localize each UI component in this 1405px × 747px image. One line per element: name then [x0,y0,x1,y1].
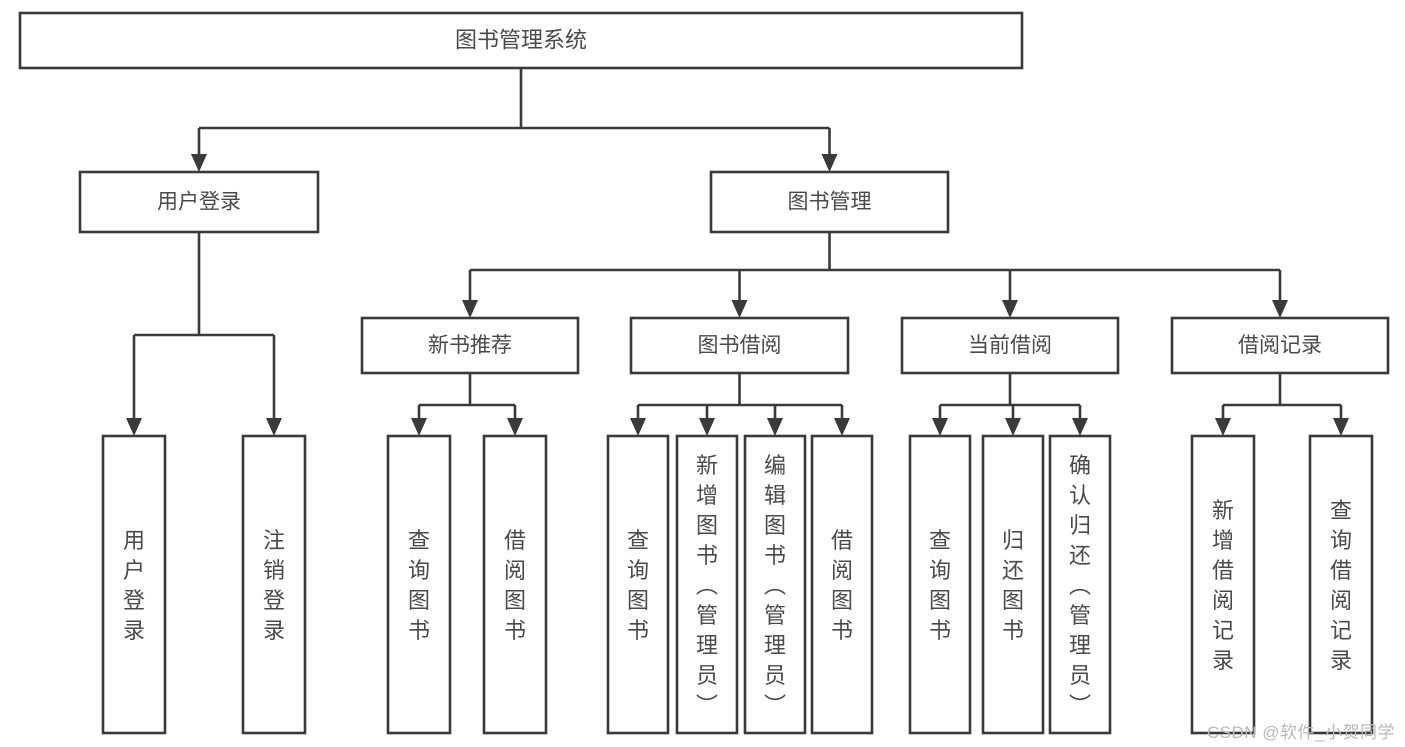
arrow-head-book-borrow [731,300,748,318]
leaf-label-leaf-user-login: 用户登录 [123,528,145,643]
node-box-leaf-borrow-book-2 [810,434,874,735]
leaf-label-leaf-borrow-book-1: 借阅图书 [504,528,526,643]
watermark-text: CSDN @软件_小贺同学 [1206,723,1395,742]
arrow-head-leaf-borrow-book-1 [507,418,523,436]
node-leaf-add-book[interactable]: 新增图书︵管理员︶ [675,434,739,735]
node-box-leaf-edit-book [743,434,807,735]
node-box-user-login [78,170,320,234]
arrow-head-leaf-return-book [1005,418,1021,436]
node-leaf-borrow-book-1[interactable]: 借阅图书 [482,434,548,735]
arrow-head-borrow-record [1272,300,1288,318]
node-book-manage[interactable]: 图书管理 [709,170,950,234]
node-leaf-edit-book[interactable]: 编辑图书︵管理员︶ [743,434,807,735]
leaf-label-leaf-confirm-return: 确认归还︵管理员︶ [1069,453,1091,718]
arrow-head-leaf-logout [266,418,282,436]
arrow-head-new-book-rec [462,300,478,318]
arrow-head-leaf-edit-book [767,418,783,436]
node-box-leaf-query-record [1308,434,1374,735]
node-box-leaf-query-book-1 [386,434,452,735]
leaf-label-leaf-query-record: 查询借阅记录 [1330,498,1352,673]
node-leaf-borrow-book-2[interactable]: 借阅图书 [810,434,874,735]
node-box-leaf-add-book [675,434,739,735]
node-leaf-query-record[interactable]: 查询借阅记录 [1308,434,1374,735]
arrow-head-book-manage [821,154,838,172]
node-leaf-confirm-return[interactable]: 确认归还︵管理员︶ [1048,434,1112,735]
arrow-head-user-login [191,154,207,172]
arrow-head-leaf-query-book-1 [411,418,427,436]
node-leaf-user-login[interactable]: 用户登录 [101,434,167,735]
node-box-book-manage [709,170,950,234]
arrow-head-leaf-query-book-2 [630,418,646,436]
leaf-label-leaf-add-book: 新增图书︵管理员︶ [696,453,718,718]
arrow-head-leaf-add-record [1215,418,1231,436]
arrow-head-current-borrow [1002,300,1018,318]
node-box-root [18,11,1024,70]
node-label-user-login: 用户登录 [157,191,241,214]
leaf-label-leaf-borrow-book-2: 借阅图书 [831,528,853,643]
node-label-book-manage: 图书管理 [788,191,872,214]
node-box-current-borrow [900,316,1120,375]
node-current-borrow[interactable]: 当前借阅 [900,316,1120,375]
leaf-label-leaf-query-book-1: 查询图书 [408,528,430,643]
node-borrow-record[interactable]: 借阅记录 [1170,316,1390,375]
node-box-leaf-confirm-return [1048,434,1112,735]
node-leaf-query-book-1[interactable]: 查询图书 [386,434,452,735]
arrow-head-leaf-query-record [1333,418,1349,436]
node-box-leaf-return-book [981,434,1045,735]
arrow-head-leaf-borrow-book-2 [834,418,850,436]
node-label-book-borrow: 图书借阅 [698,334,782,357]
node-leaf-return-book[interactable]: 归还图书 [981,434,1045,735]
arrow-head-leaf-user-login [126,418,142,436]
leaf-label-leaf-add-record: 新增借阅记录 [1212,498,1234,673]
node-box-book-borrow [629,316,850,375]
leaf-label-leaf-logout: 注销登录 [263,528,285,643]
node-box-leaf-logout [241,434,307,735]
node-root[interactable]: 图书管理系统 [18,11,1024,70]
leaf-label-leaf-edit-book: 编辑图书︵管理员︶ [764,453,786,718]
arrow-head-leaf-confirm-return [1072,418,1088,436]
node-user-login[interactable]: 用户登录 [78,170,320,234]
node-label-new-book-rec: 新书推荐 [428,334,512,357]
node-book-borrow[interactable]: 图书借阅 [629,316,850,375]
node-leaf-query-book-3[interactable]: 查询图书 [908,434,972,735]
node-box-leaf-query-book-3 [908,434,972,735]
leaf-label-leaf-query-book-2: 查询图书 [627,528,649,643]
arrow-head-leaf-add-book [699,418,715,436]
node-label-borrow-record: 借阅记录 [1238,334,1322,357]
node-box-new-book-rec [360,316,580,375]
node-label-root: 图书管理系统 [455,27,587,52]
node-box-leaf-query-book-2 [606,434,670,735]
node-box-leaf-user-login [101,434,167,735]
node-box-leaf-borrow-book-1 [482,434,548,735]
node-leaf-query-book-2[interactable]: 查询图书 [606,434,670,735]
leaf-label-leaf-query-book-3: 查询图书 [929,528,951,643]
node-leaf-add-record[interactable]: 新增借阅记录 [1190,434,1256,735]
node-label-current-borrow: 当前借阅 [968,334,1052,357]
node-box-leaf-add-record [1190,434,1256,735]
connector-layer [126,68,1349,436]
leaf-label-leaf-return-book: 归还图书 [1002,528,1024,643]
node-leaf-logout[interactable]: 注销登录 [241,434,307,735]
node-layer: 图书管理系统用户登录图书管理新书推荐图书借阅当前借阅借阅记录用户登录注销登录查询… [18,11,1390,735]
node-box-borrow-record [1170,316,1390,375]
node-new-book-rec[interactable]: 新书推荐 [360,316,580,375]
arrow-head-leaf-query-book-3 [932,418,948,436]
